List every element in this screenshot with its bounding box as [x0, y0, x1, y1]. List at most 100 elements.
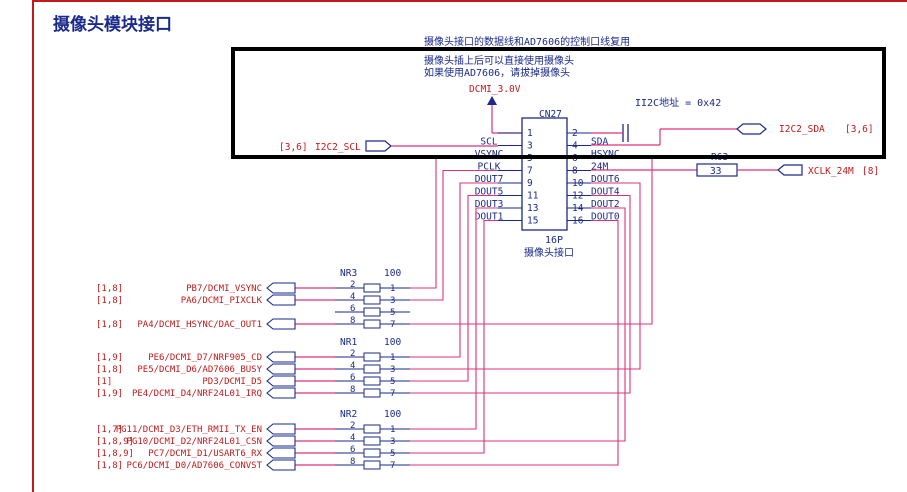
signal-ref: [1,8,9] — [96, 437, 134, 447]
connector-net-wire — [410, 182, 498, 358]
network-value: 100 — [384, 409, 401, 420]
network-pin-left: 6 — [350, 304, 355, 314]
network-pin-right: 1 — [390, 425, 395, 435]
connector-pin-name: PCLK — [478, 162, 501, 173]
network-ref: NR3 — [340, 268, 357, 279]
highlight-box — [231, 47, 886, 159]
network-pin-right: 7 — [390, 389, 395, 399]
connector-pin-name: SDA — [591, 137, 608, 148]
network-pin-right: 7 — [390, 320, 395, 330]
signal-port-shape — [266, 282, 296, 294]
signal-label: PG10/DCMI_D2/NRF24L01_CSN — [127, 437, 262, 447]
signal-label: PA6/DCMI_PIXCLK — [181, 296, 263, 306]
xclk-port-shape — [777, 164, 803, 176]
network-resistor — [363, 352, 381, 362]
connector-pin-number: 2 — [572, 128, 578, 139]
signal-label: PC6/DCMI_D0/AD7606_CONVST — [127, 461, 263, 471]
xclk-port-label: XCLK_24M — [808, 166, 854, 177]
signal-port-shape — [266, 294, 296, 306]
connector-pin-number: 8 — [572, 166, 578, 177]
network-resistor — [363, 307, 381, 317]
scl-port-label: I2C2_SCL — [315, 142, 361, 153]
note-usage-1: 摄像头插上后可以直接使用摄像头 — [424, 54, 574, 67]
connector-pin-name: DOUT3 — [475, 199, 504, 210]
signal-label: PE5/DCMI_D6/AD7606_BUSY — [137, 365, 262, 375]
signal-ref: [1,9] — [96, 389, 123, 399]
network-pin-right: 5 — [390, 377, 395, 387]
network-pin-right: 1 — [390, 284, 395, 294]
scl-port-shape — [365, 140, 392, 152]
signal-label: PA4/DCMI_HSYNC/DAC_OUT1 — [137, 320, 262, 330]
network-resistor — [363, 364, 381, 374]
connector-pin-name: DOUT4 — [591, 187, 620, 198]
signal-label: PG11/DCMI_D3/ETH_RMII_TX_EN — [116, 425, 262, 435]
network-resistor — [363, 295, 381, 305]
network-pin-right: 5 — [390, 308, 395, 318]
connector-net-wire — [410, 182, 641, 370]
network-pin-left: 4 — [350, 433, 355, 443]
connector-net-wire — [410, 207, 626, 442]
signal-label: PC7/DCMI_D1/USART6_RX — [148, 449, 262, 459]
signal-port-shape — [266, 435, 296, 447]
signal-label: PD3/DCMI_D5 — [202, 377, 262, 387]
network-pin-left: 2 — [350, 280, 355, 290]
network-pin-left: 4 — [350, 292, 355, 302]
signal-port-shape — [266, 447, 296, 459]
power-arrow — [487, 96, 497, 105]
connector-body — [521, 117, 568, 231]
connector-pin-name: DOUT0 — [591, 212, 620, 223]
scl-port-ref: [3,6] — [279, 142, 308, 153]
network-resistor — [363, 319, 381, 329]
network-pin-left: 2 — [350, 349, 355, 359]
connector-net-wire — [410, 207, 498, 430]
power-label: DCMI_3.0V — [469, 84, 521, 95]
network-pin-right: 3 — [390, 296, 395, 306]
note-usage-2: 如果使用AD7606，请拔掉摄像头 — [424, 66, 570, 79]
signal-label: PE4/DCMI_D4/NRF24L01_IRQ — [132, 389, 262, 399]
network-resistor — [363, 448, 381, 458]
network-resistor — [363, 376, 381, 386]
connector-pin-name: DOUT5 — [475, 187, 504, 198]
sda-port-ref: [3,6] — [845, 124, 874, 135]
signal-label: PB7/DCMI_VSYNC — [186, 284, 262, 294]
connector-pin-number: 11 — [527, 191, 539, 202]
connector-pin-number: 1 — [527, 128, 533, 139]
signal-port-shape — [266, 351, 296, 363]
connector-pin-number: 9 — [527, 178, 533, 189]
sda-port-shape — [736, 123, 767, 135]
network-pin-left: 6 — [350, 445, 355, 455]
network-resistor — [363, 436, 381, 446]
network-ref: NR1 — [340, 337, 357, 348]
connector-pin-name: 24M — [591, 162, 608, 173]
network-pin-left: 4 — [350, 361, 355, 371]
signal-port-shape — [266, 318, 296, 330]
connector-pin-number: 10 — [572, 178, 584, 189]
note-mux: 摄像头接口的数据线和AD7606的控制口线复用 — [424, 35, 630, 48]
connector-pin-name: DOUT7 — [475, 174, 504, 185]
signal-ref: [1,8,9] — [96, 449, 134, 459]
signal-port-shape — [266, 459, 296, 471]
network-ref: NR2 — [340, 409, 357, 420]
connector-pin-number: 3 — [527, 141, 533, 152]
connector-pin-name: DOUT1 — [475, 212, 504, 223]
connector-net-wire — [410, 194, 631, 394]
network-pin-right: 3 — [390, 365, 395, 375]
note-i2c-address: II2C地址 = 0x42 — [635, 96, 721, 109]
network-value: 100 — [384, 268, 401, 279]
connector-pin-number: 14 — [572, 203, 584, 214]
connector-name: 摄像头接口 — [524, 246, 574, 259]
signal-port-shape — [266, 375, 296, 387]
network-pin-right: 1 — [390, 353, 395, 363]
connector-net-wire — [410, 219, 498, 454]
network-pin-left: 6 — [350, 373, 355, 383]
network-pin-right: 7 — [390, 461, 395, 471]
connector-pin-number: 15 — [527, 216, 538, 227]
xclk-port-ref: [8] — [862, 166, 879, 177]
connector-pin-name: DOUT2 — [591, 199, 620, 210]
signal-ref: [1,8] — [96, 461, 123, 471]
sda-port-label: I2C2_SDA — [779, 124, 825, 135]
connector-pin-name: HSYNC — [591, 149, 620, 160]
network-pin-left: 8 — [350, 385, 355, 395]
connector-pin-name: DOUT6 — [591, 174, 620, 185]
network-pin-right: 5 — [390, 449, 395, 459]
